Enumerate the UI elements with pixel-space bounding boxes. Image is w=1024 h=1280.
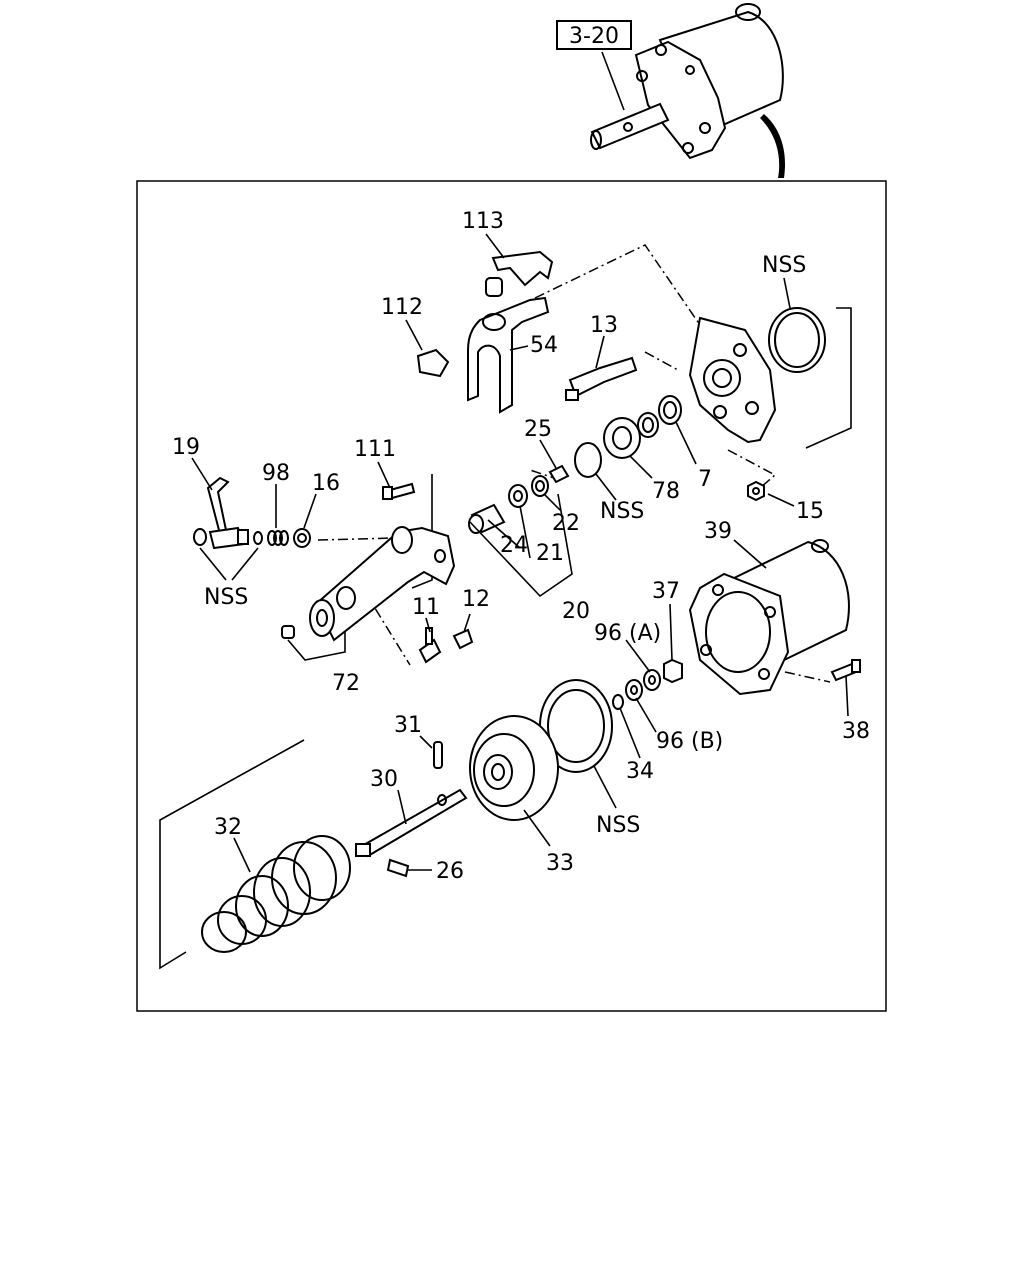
part-25-pin[interactable] <box>548 464 570 484</box>
part-15-nut[interactable] <box>747 480 765 502</box>
label-37[interactable]: 37 <box>652 579 680 604</box>
part-11-bleeder[interactable] <box>418 627 442 664</box>
label-16[interactable]: 16 <box>312 471 340 496</box>
label-22[interactable]: 22 <box>552 511 580 536</box>
part-78-seal[interactable] <box>603 417 641 459</box>
label-96a[interactable]: 96 (A) <box>594 621 661 646</box>
label-21[interactable]: 21 <box>536 541 564 566</box>
part-72-cylinder-body[interactable] <box>281 526 456 642</box>
bracket-lines <box>159 307 852 970</box>
part-39-shell[interactable] <box>688 539 850 696</box>
part-98-spring[interactable] <box>267 530 289 546</box>
part-12-cap[interactable] <box>452 628 474 650</box>
label-33[interactable]: 33 <box>546 851 574 876</box>
part-7-bushing[interactable] <box>637 395 682 438</box>
part-21-bushing[interactable] <box>508 484 528 508</box>
leader-lines <box>191 233 849 873</box>
part-13-sensor[interactable] <box>565 356 638 401</box>
part-nss-diaphragm[interactable] <box>539 679 613 773</box>
part-113-bracket[interactable] <box>485 250 554 297</box>
part-19-lever[interactable] <box>206 476 230 536</box>
label-25[interactable]: 25 <box>524 417 552 442</box>
label-54[interactable]: 54 <box>530 333 558 358</box>
part-labels: 113 112 54 13 NSS 25 NSS 78 7 15 19 98 1… <box>172 209 870 884</box>
part-37-nut[interactable] <box>663 658 683 684</box>
label-38[interactable]: 38 <box>842 719 870 744</box>
part-cover-housing[interactable] <box>688 316 777 444</box>
label-20[interactable]: 20 <box>562 599 590 624</box>
label-19[interactable]: 19 <box>172 435 200 460</box>
label-113[interactable]: 113 <box>462 209 504 234</box>
label-96b[interactable]: 96 (B) <box>656 729 723 754</box>
part-34-oring[interactable] <box>612 694 624 710</box>
label-nss-ring[interactable]: NSS <box>762 253 806 278</box>
label-26[interactable]: 26 <box>436 859 464 884</box>
ref-box[interactable] <box>556 20 632 50</box>
label-31[interactable]: 31 <box>394 713 422 738</box>
label-nss-left[interactable]: NSS <box>204 585 248 610</box>
part-22-washer[interactable] <box>531 475 549 497</box>
part-31-pin[interactable] <box>433 741 443 769</box>
label-112[interactable]: 112 <box>381 295 423 320</box>
label-nss-diaphragm[interactable]: NSS <box>596 813 640 838</box>
label-11[interactable]: 11 <box>412 595 440 620</box>
part-111-bolt[interactable] <box>382 482 416 500</box>
part-30-push-rod[interactable] <box>355 788 468 858</box>
label-13[interactable]: 13 <box>590 313 618 338</box>
label-34[interactable]: 34 <box>626 759 654 784</box>
label-7[interactable]: 7 <box>698 467 712 492</box>
label-39[interactable]: 39 <box>704 519 732 544</box>
label-98[interactable]: 98 <box>262 461 290 486</box>
part-96a-washer[interactable] <box>643 669 661 691</box>
label-78[interactable]: 78 <box>652 479 680 504</box>
part-nss-large-oring[interactable] <box>768 307 826 373</box>
label-72[interactable]: 72 <box>332 671 360 696</box>
label-32[interactable]: 32 <box>214 815 242 840</box>
label-nss-oring[interactable]: NSS <box>600 499 644 524</box>
part-112-clip[interactable] <box>416 348 450 378</box>
part-24-sleeve[interactable] <box>468 503 506 534</box>
part-nss-small-oring[interactable] <box>574 442 602 478</box>
part-16-ball[interactable] <box>293 528 311 548</box>
reference-assembly: 3-20 <box>556 3 786 178</box>
part-96b-washer[interactable] <box>625 679 643 701</box>
label-15[interactable]: 15 <box>796 499 824 524</box>
part-54-shift-fork[interactable] <box>467 296 550 414</box>
part-valve-group[interactable] <box>193 526 263 550</box>
label-30[interactable]: 30 <box>370 767 398 792</box>
label-111[interactable]: 111 <box>354 437 396 462</box>
part-26-pin[interactable] <box>386 858 410 878</box>
ref-box-label: 3-20 <box>569 24 619 49</box>
diagram-frame <box>136 180 887 1012</box>
label-24[interactable]: 24 <box>500 533 528 558</box>
part-32-spring[interactable] <box>201 835 351 953</box>
part-38-bolt[interactable] <box>830 659 861 682</box>
label-12[interactable]: 12 <box>462 587 490 612</box>
part-33-piston[interactable] <box>469 715 559 821</box>
